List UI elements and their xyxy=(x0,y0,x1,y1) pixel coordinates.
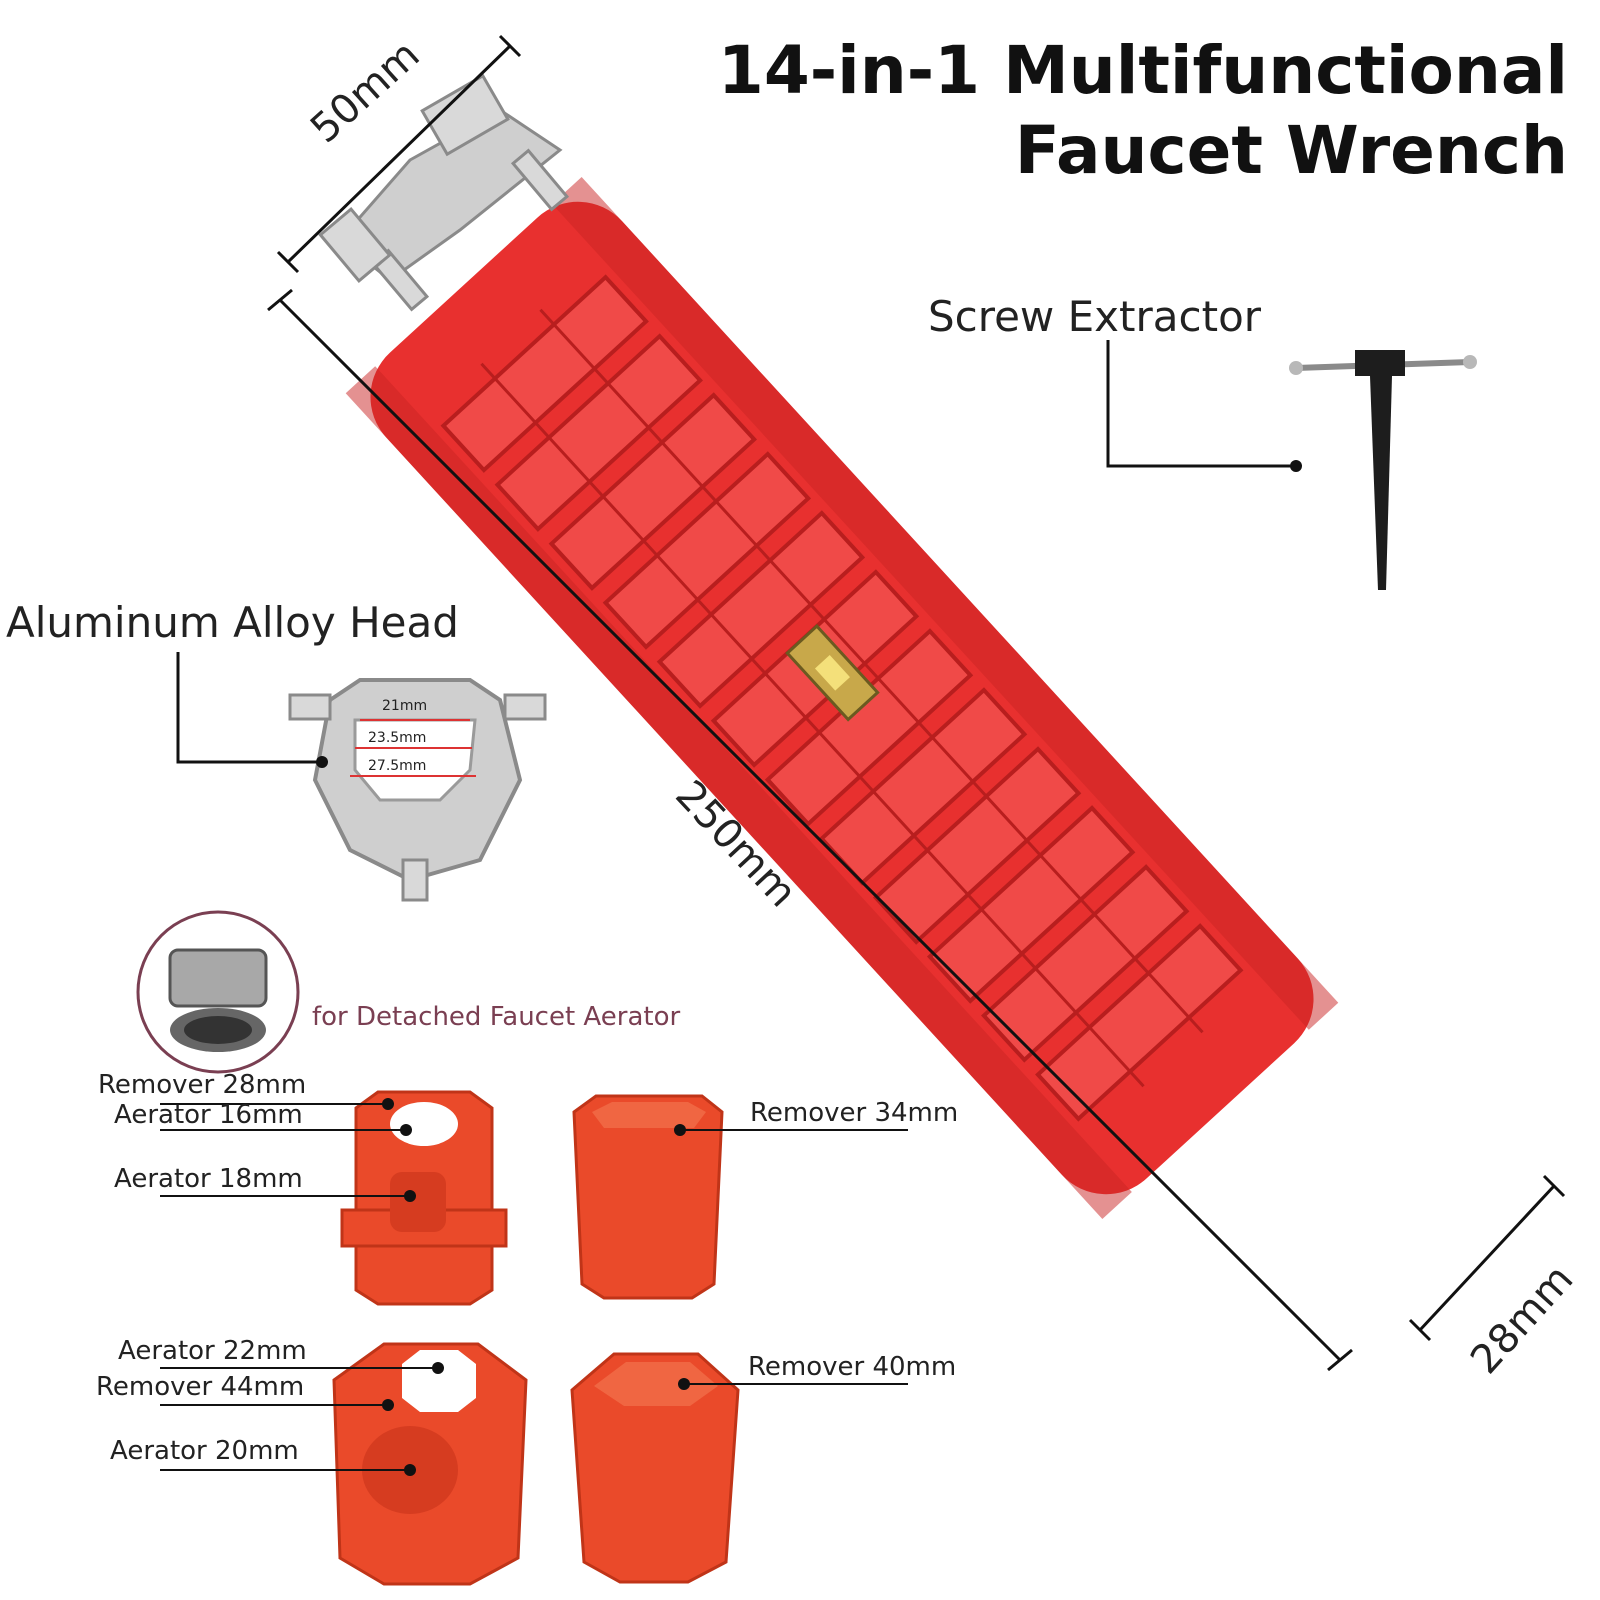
title-line-1: 14-in-1 Multifunctional xyxy=(717,32,1568,109)
label-remover-40: Remover 40mm xyxy=(748,1352,957,1382)
wrench-metal-insert xyxy=(318,73,570,312)
dimension-lines xyxy=(267,34,1566,1372)
label-aerator-16: Aerator 16mm xyxy=(114,1100,303,1130)
screw-extractor-illustration xyxy=(1289,350,1477,590)
head-measure-21: 21mm xyxy=(382,698,428,714)
adapter-d xyxy=(570,1352,740,1584)
label-aerator-22: Aerator 22mm xyxy=(118,1336,307,1366)
head-measure-23-5: 23.5mm xyxy=(368,730,427,746)
aerator-illustration xyxy=(136,910,300,1074)
aluminum-head-label: Aluminum Alloy Head xyxy=(6,598,459,647)
screw-extractor-label: Screw Extractor xyxy=(928,292,1262,341)
label-remover-34: Remover 34mm xyxy=(750,1098,959,1128)
label-aerator-20: Aerator 20mm xyxy=(110,1436,299,1466)
wrench-body xyxy=(345,177,1339,1219)
adapter-a xyxy=(340,1090,508,1306)
adapter-leaders xyxy=(160,1103,908,1471)
aluminum-head-illustration xyxy=(288,678,547,902)
adapter-c xyxy=(332,1342,528,1586)
label-aerator-18: Aerator 18mm xyxy=(114,1164,303,1194)
label-remover-44: Remover 44mm xyxy=(96,1372,305,1402)
adapter-b xyxy=(572,1094,724,1300)
head-measure-27-5: 27.5mm xyxy=(368,758,427,774)
title-line-2: Faucet Wrench xyxy=(1014,112,1568,189)
screw-extractor-leader xyxy=(1106,340,1296,468)
label-remover-28: Remover 28mm xyxy=(98,1070,307,1100)
aluminum-head-leader xyxy=(176,652,322,764)
aerator-note: for Detached Faucet Aerator xyxy=(312,1002,681,1032)
